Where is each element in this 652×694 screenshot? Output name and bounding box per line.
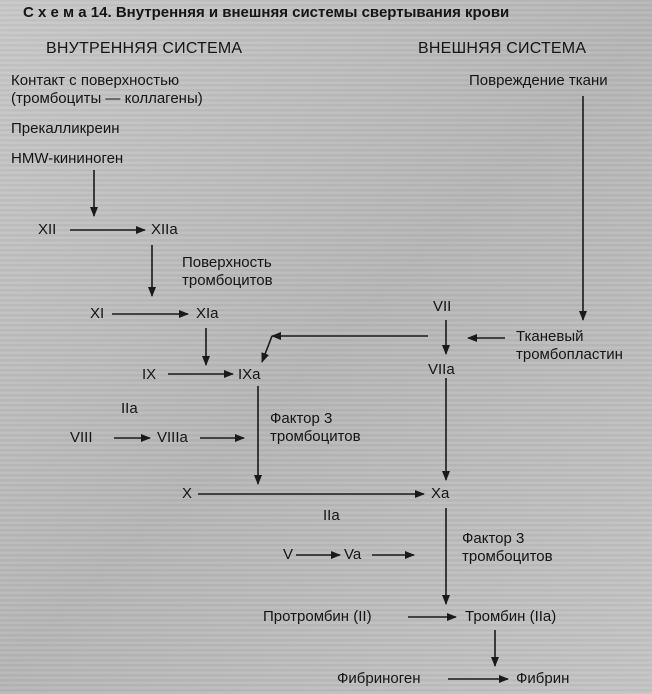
label-tissue-tp-line1: Тканевый [516, 328, 584, 345]
label-platelet-surface-line2: тромбоцитов [182, 272, 273, 289]
label-tissue-tp-line2: тромбопластин [516, 346, 623, 363]
label-f8a: VIIIa [157, 429, 188, 446]
label-f7: VII [433, 298, 452, 315]
label-pf3-bot-line1: Фактор 3 [462, 530, 525, 547]
label-pf3-top-line1: Фактор 3 [270, 410, 333, 427]
label-prekallikrein: Прекалликреин [11, 120, 120, 137]
label-f9a: IXa [238, 366, 261, 383]
label-f2a-mid: IIa [323, 507, 340, 524]
label-f11a: XIa [196, 305, 219, 322]
label-hmw-kininogen: HMW-кининоген [11, 150, 124, 167]
label-f9: IX [142, 366, 157, 383]
label-f10: X [182, 485, 193, 502]
label-fibrin: Фибрин [516, 670, 570, 687]
label-contact-line2: (тромбоциты — коллагены) [11, 90, 203, 107]
label-fibrinogen: Фибриноген [337, 670, 421, 687]
label-f12: XII [38, 221, 57, 238]
label-platelet-surface-line1: Поверхность [182, 254, 272, 271]
label-f8: VIII [70, 429, 93, 446]
label-contact-line1: Контакт с поверхностью [11, 72, 180, 89]
header-intrinsic: ВНУТРЕННЯЯ СИСТЕМА [46, 40, 243, 57]
label-f5a: Va [344, 546, 362, 563]
label-f12a: XIIa [151, 221, 178, 238]
arrow-viia-diag [261, 335, 273, 363]
header-extrinsic: ВНЕШНЯЯ СИСТЕМА [418, 40, 587, 57]
label-pf3-bot-line2: тромбоцитов [462, 548, 553, 565]
label-pf3-top-line2: тромбоцитов [270, 428, 361, 445]
label-prothrombin: Протромбин (II) [263, 608, 372, 625]
label-f11: XI [90, 305, 105, 322]
label-f10a: Xa [431, 485, 450, 502]
label-f7a: VIIa [428, 361, 455, 378]
label-tissue-damage: Повреждение ткани [469, 72, 608, 89]
label-thrombin: Тромбин (IIa) [465, 608, 557, 625]
label-f2a-top: IIa [121, 400, 138, 417]
scheme-title: С х е м а 14. Внутренняя и внешняя систе… [23, 4, 510, 21]
label-f5: V [283, 546, 294, 563]
